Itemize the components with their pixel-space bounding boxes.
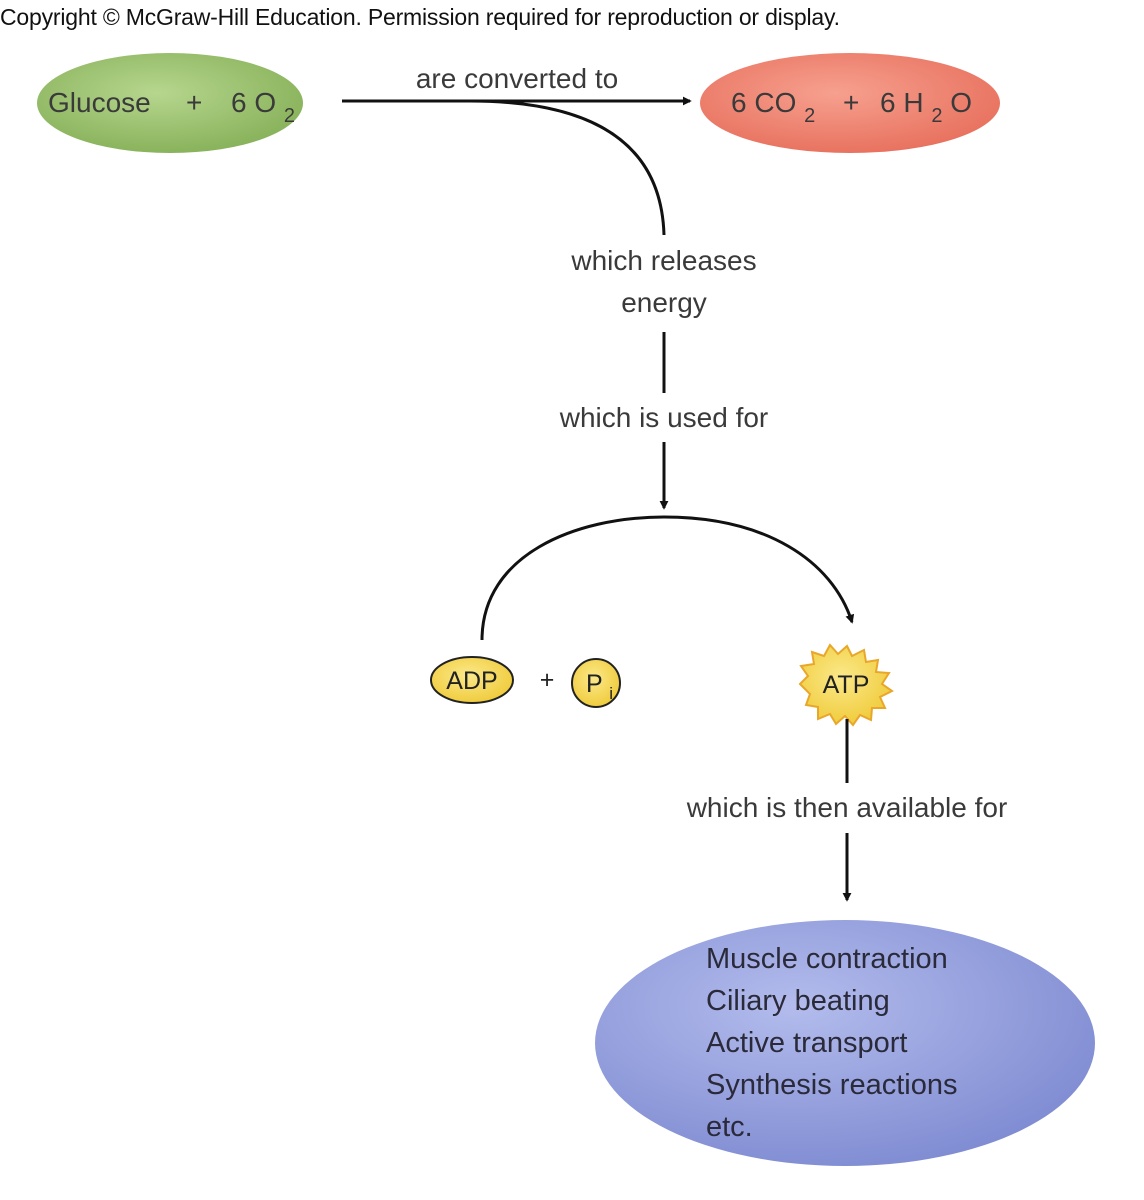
adp-pi-plus: + — [540, 666, 555, 694]
converted-label: are converted to — [416, 63, 618, 94]
h2o-subscript: 2 — [931, 105, 942, 127]
atp-node: ATP — [798, 643, 894, 727]
co2-subscript: 2 — [804, 105, 815, 127]
pi-letter: P — [586, 670, 602, 698]
glucose-label: Glucose — [48, 87, 151, 118]
oxygen-label: 6 O — [231, 87, 276, 118]
available-for-label: which is then available for — [686, 792, 1008, 823]
use-item: Active transport — [706, 1027, 907, 1059]
cellular-work-node: Muscle contraction Ciliary beating Activ… — [595, 920, 1095, 1166]
reactants-node: Glucose + 6 O 2 — [37, 53, 303, 153]
atp-label: ATP — [823, 671, 870, 699]
phosphorylation-arc — [480, 515, 855, 641]
use-item: Ciliary beating — [706, 985, 890, 1017]
use-item: Synthesis reactions — [706, 1069, 957, 1101]
products-plus: + — [843, 87, 859, 118]
releases-label-line2: energy — [621, 287, 707, 318]
h2o-tail: O — [950, 87, 972, 118]
reactants-label: Glucose + 6 O 2 — [48, 87, 295, 127]
co2-label: 6 CO — [731, 87, 796, 118]
adp-node: ADP — [430, 656, 514, 704]
use-item: etc. — [706, 1111, 753, 1143]
h2o-label: 6 H — [880, 87, 924, 118]
reactants-plus: + — [186, 87, 202, 118]
atp-starburst — [798, 643, 894, 727]
use-item: Muscle contraction — [706, 943, 948, 975]
products-label: 6 CO 2 + 6 H 2 O — [731, 87, 972, 128]
copyright-notice: Copyright © McGraw-Hill Education. Permi… — [0, 4, 840, 30]
adp-label: ADP — [446, 667, 497, 695]
pi-label: P i — [586, 670, 613, 703]
used-for-label: which is used for — [559, 402, 769, 433]
energy-branch-curve — [469, 99, 666, 236]
releases-label-line1: which releases — [570, 245, 756, 276]
oxygen-subscript: 2 — [284, 105, 295, 127]
pi-node: P i — [571, 658, 621, 708]
pi-subscript: i — [609, 684, 613, 703]
products-node: 6 CO 2 + 6 H 2 O — [700, 53, 1000, 153]
